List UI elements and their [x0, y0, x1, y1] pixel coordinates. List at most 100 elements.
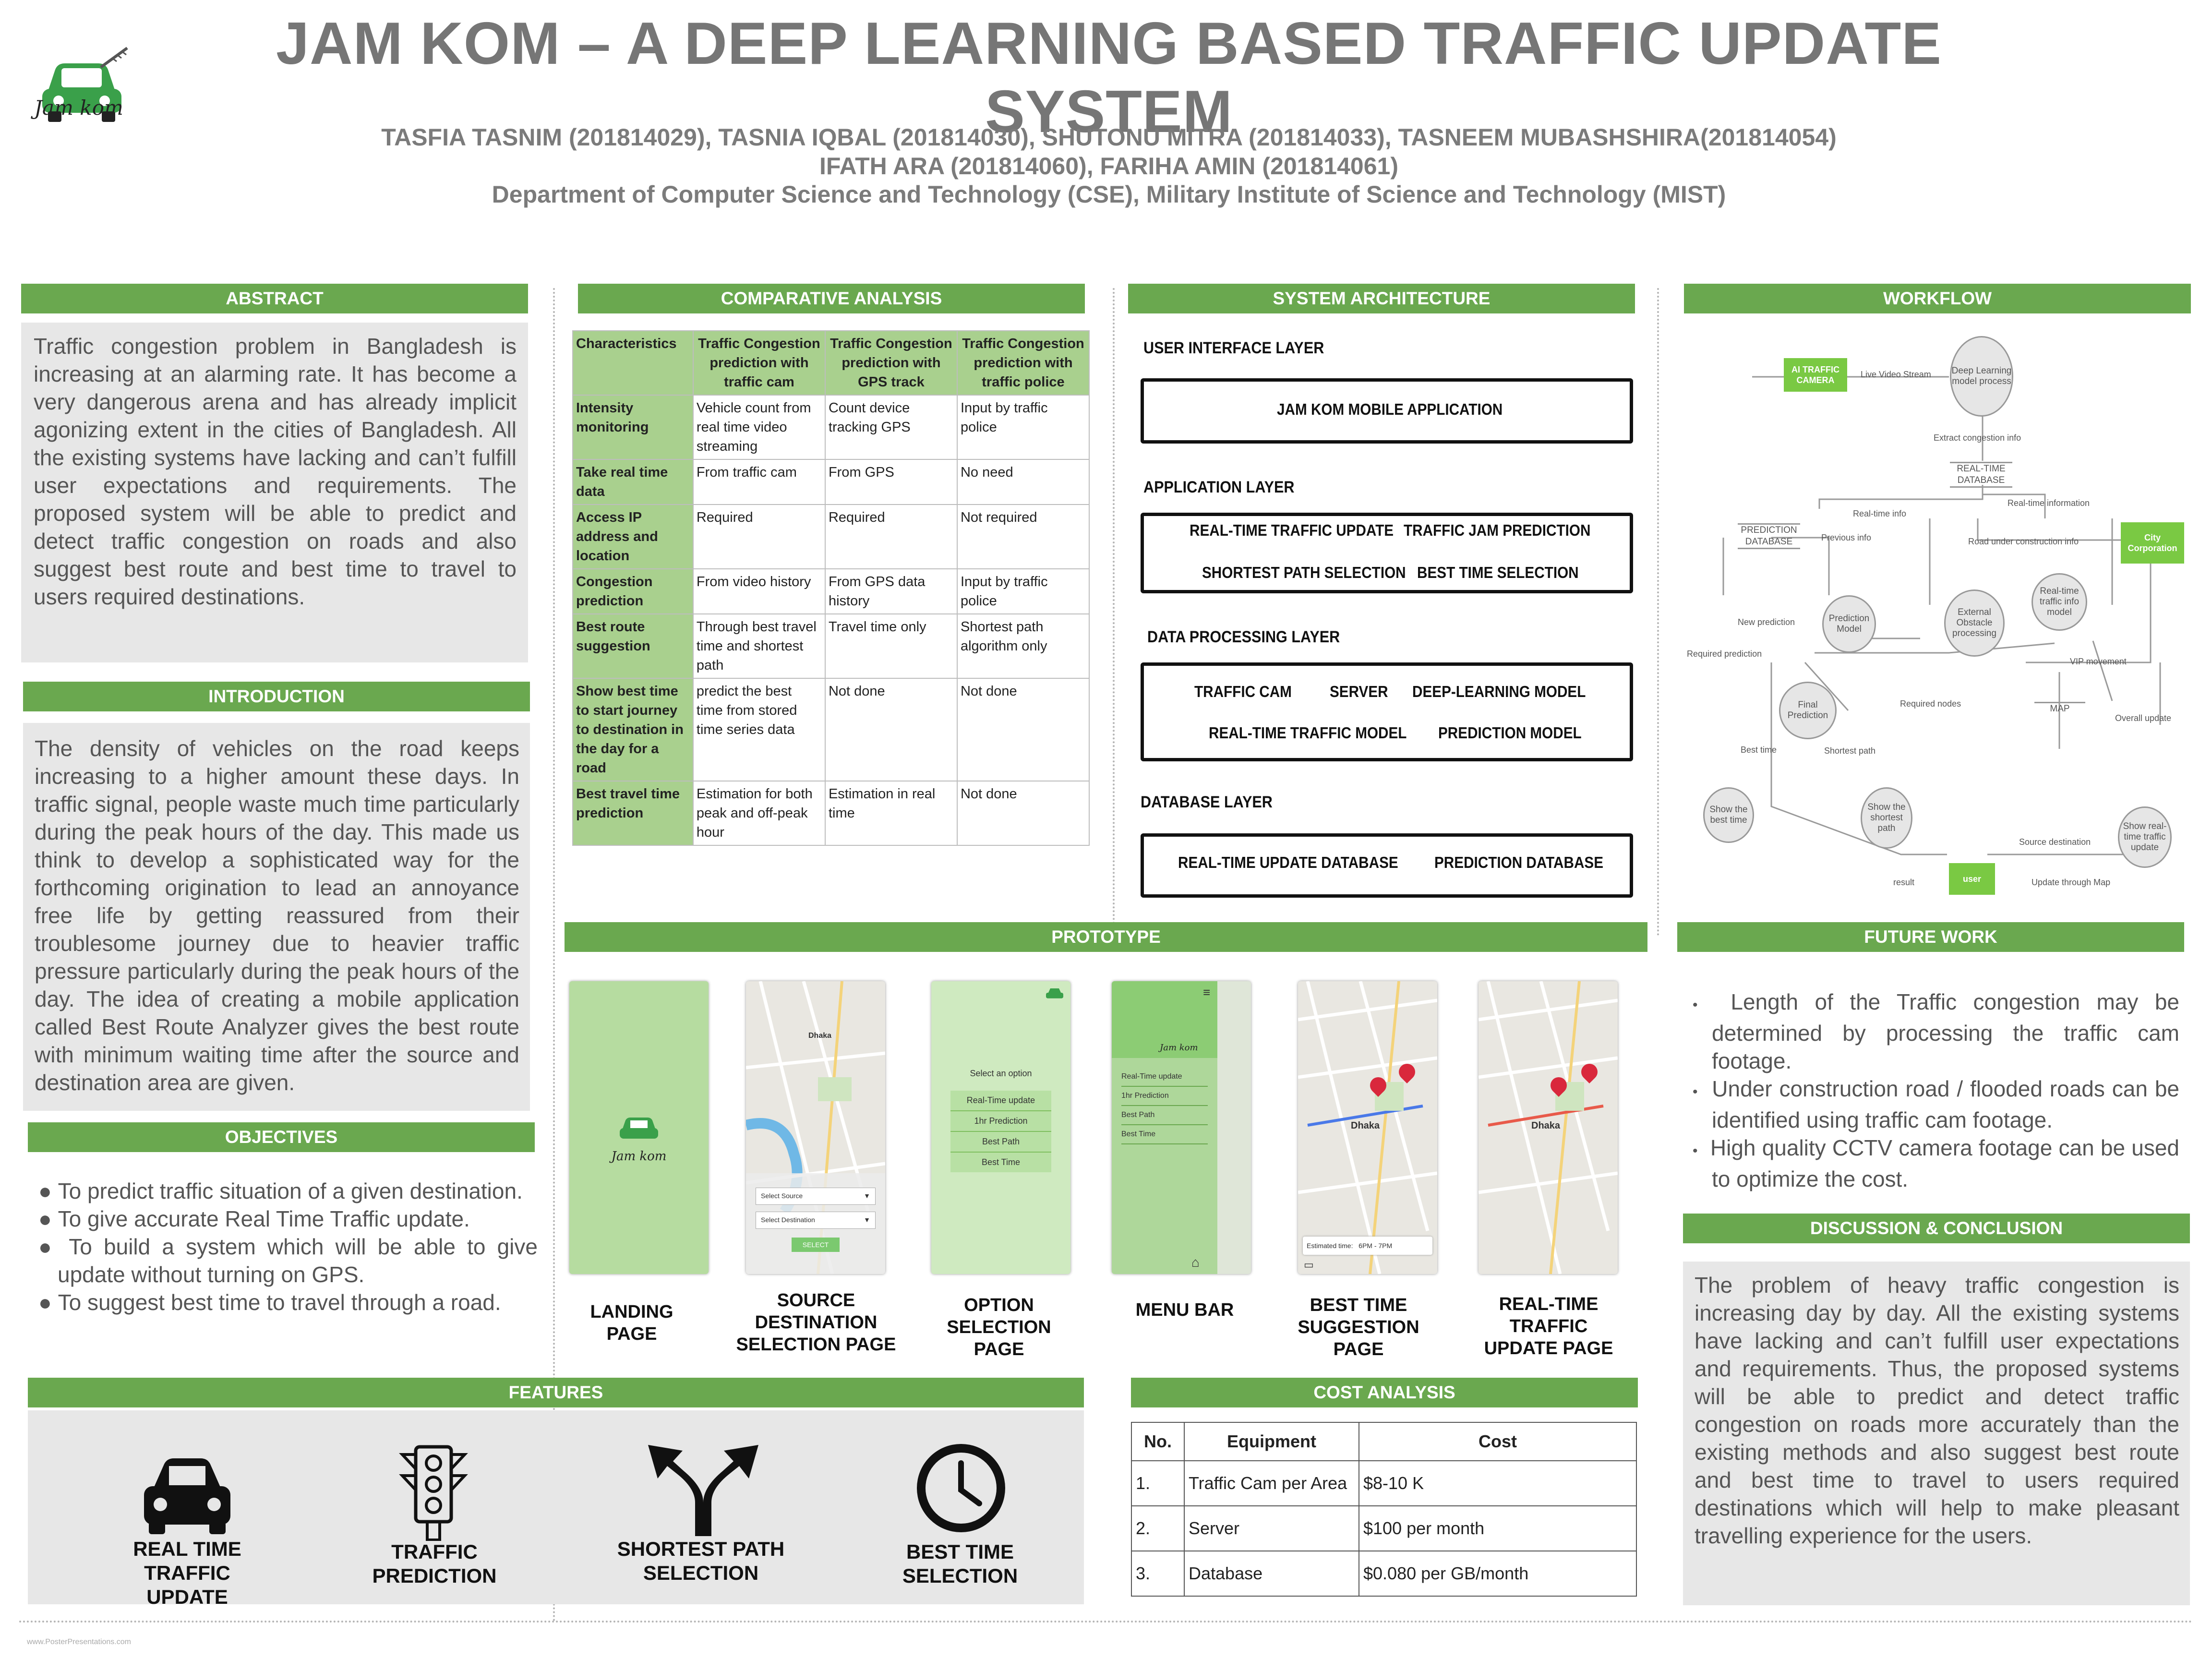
workflow-label: Overall update	[2115, 713, 2172, 723]
select-source-dropdown[interactable]: Select Source▼	[756, 1188, 876, 1205]
column-header: Equipment	[1184, 1422, 1359, 1461]
database-layer-item: REAL-TIME UPDATE DATABASE	[1178, 854, 1398, 871]
column-header: Characteristics	[572, 330, 694, 396]
best-time-screen: Dhaka Estimated time: 6PM - 7PM ▭	[1298, 981, 1437, 1274]
poster-title: JAM KOM – A DEEP LEARNING BASED TRAFFIC …	[276, 11, 1942, 145]
clock-icon	[917, 1444, 1005, 1532]
application-layer-item: SHORTEST PATH SELECTION	[1202, 564, 1406, 581]
chevron-down-icon: ▼	[864, 1216, 870, 1224]
prototype-caption: LANDING PAGE	[590, 1302, 673, 1344]
workflow-shortest-path-node: Show the shortest path	[1861, 787, 1912, 849]
column-divider	[1657, 288, 1659, 936]
menu-item[interactable]: Best Time	[1121, 1125, 1208, 1144]
footer-url: www.PosterPresentations.com	[27, 1638, 131, 1646]
hamburger-icon[interactable]: ≡	[1203, 985, 1211, 999]
introduction-text: The density of vehicles on the road keep…	[35, 736, 519, 1095]
menu-item[interactable]: Real-Time update	[1121, 1068, 1208, 1087]
workflow-map-node: MAP	[2034, 702, 2085, 715]
workflow-label: VIP movement	[2070, 657, 2127, 666]
objectives-header: OBJECTIVES	[28, 1122, 535, 1152]
discussion-text: The problem of heavy traffic congestion …	[1695, 1273, 2179, 1548]
data-processing-item: TRAFFIC CAM	[1194, 683, 1292, 700]
car-logo-icon	[1046, 988, 1063, 998]
car-logo-icon	[42, 47, 128, 122]
table-header-row: Characteristics Traffic Congestion predi…	[572, 330, 1090, 396]
objective-item: ● To give accurate Real Time Traffic upd…	[38, 1206, 470, 1231]
future-work-item: • Length of the Traffic congestion may b…	[1693, 989, 2179, 1073]
split-arrow-icon	[648, 1445, 758, 1536]
architecture-header: SYSTEM ARCHITECTURE	[1128, 284, 1635, 313]
workflow-camera-node: AI TRAFFIC CAMERA	[1784, 358, 1847, 392]
footer-divider	[19, 1621, 2194, 1623]
source-destination-screen: Dhaka Select Source▼ Select Destination▼…	[746, 981, 885, 1274]
feature-label: TRAFFIC PREDICTION	[372, 1540, 497, 1587]
workflow-city-node: City Corporation	[2121, 522, 2184, 564]
workflow-label: Real-time information	[2008, 498, 2090, 508]
application-layer-label: APPLICATION LAYER	[1143, 478, 1295, 496]
future-work-item: • Under construction road / flooded road…	[1693, 1076, 2179, 1132]
map-city-label: Dhaka	[1351, 1120, 1380, 1131]
workflow-prediction-db: PREDICTION DATABASE	[1738, 523, 1800, 549]
ui-layer-item: JAM KOM MOBILE APPLICATION	[1277, 400, 1503, 418]
column-header: Traffic Congestion prediction with GPS t…	[824, 330, 958, 396]
features-header: FEATURES	[28, 1378, 1084, 1407]
column-divider	[1113, 288, 1115, 936]
database-layer-box	[1141, 833, 1633, 898]
data-processing-item: DEEP-LEARNING MODEL	[1412, 683, 1586, 700]
select-destination-dropdown[interactable]: Select Destination▼	[756, 1212, 876, 1229]
application-layer-item: BEST TIME SELECTION	[1417, 564, 1579, 581]
workflow-label: Live Video Stream	[1861, 370, 1931, 379]
feature-label: REAL TIME TRAFFIC UPDATE	[133, 1538, 241, 1608]
table-row: Best travel time prediction Estimation f…	[572, 781, 1090, 846]
option-selection-screen: Select an option Real-Time update 1hr Pr…	[931, 981, 1070, 1274]
realtime-update-screen: Dhaka	[1479, 981, 1618, 1274]
car-icon	[144, 1458, 230, 1534]
workflow-label: Best time	[1741, 745, 1777, 755]
column-header: No.	[1131, 1422, 1185, 1461]
cost-table: No. Equipment Cost 1. Traffic Cam per Ar…	[1131, 1422, 1637, 1597]
menu-item[interactable]: Best Path	[1121, 1106, 1208, 1125]
workflow-label: Required prediction	[1687, 649, 1762, 659]
workflow-final-prediction-node: Final Prediction	[1779, 682, 1837, 739]
workflow-realtime-model-node: Real-time traffic info model	[2032, 573, 2087, 631]
application-layer-box	[1141, 513, 1633, 593]
authors-line-2: IFATH ARA (201814060), FARIHA AMIN (2018…	[819, 153, 1398, 180]
option-item[interactable]: Best Path	[950, 1132, 1051, 1153]
database-layer-label: DATABASE LAYER	[1141, 793, 1273, 811]
menu-list: Real-Time update 1hr Prediction Best Pat…	[1121, 1068, 1208, 1144]
authors-line-1: TASFIA TASNIM (201814029), TASNIA IQBAL …	[381, 124, 1837, 151]
option-item[interactable]: 1hr Prediction	[950, 1111, 1051, 1132]
abstract-header: ABSTRACT	[21, 284, 528, 313]
application-layer-item: REAL-TIME TRAFFIC UPDATE	[1190, 521, 1394, 539]
workflow-label: Previous info	[1821, 533, 1872, 542]
abstract-panel	[21, 323, 528, 662]
department: Department of Computer Science and Techn…	[492, 181, 1726, 208]
table-row: 2. Server $100 per month	[1131, 1505, 1637, 1551]
workflow-label: Update through Map	[2032, 878, 2111, 887]
option-item[interactable]: Best Time	[981, 1157, 1021, 1167]
home-icon[interactable]: ⌂	[1191, 1255, 1200, 1270]
database-layer-item: PREDICTION DATABASE	[1434, 854, 1604, 871]
landing-logo-text: Jam kom	[611, 1149, 667, 1164]
introduction-header: INTRODUCTION	[23, 682, 530, 711]
data-processing-layer-box	[1141, 662, 1633, 761]
authors: TASFIA TASNIM (201814029), TASNIA IQBAL …	[269, 123, 1949, 180]
table-row: Best route suggestion Through best trave…	[572, 613, 1090, 679]
workflow-label: New prediction	[1738, 617, 1795, 627]
column-divider	[553, 288, 555, 1623]
menu-drawer-header	[1112, 981, 1217, 1058]
workflow-label: Shortest path	[1824, 746, 1876, 756]
select-button[interactable]: SELECT	[792, 1238, 840, 1252]
prototype-caption: OPTION SELECTION PAGE	[947, 1295, 1051, 1359]
traffic-light-icon	[399, 1445, 468, 1541]
future-work-header: FUTURE WORK	[1677, 922, 2184, 952]
workflow-label: Road under construction info	[1968, 537, 2079, 546]
map-roads	[1298, 981, 1437, 1274]
prototype-caption: MENU BAR	[1135, 1300, 1234, 1320]
objective-item: ● To suggest best time to travel through…	[38, 1290, 501, 1315]
prototype-header: PROTOTYPE	[565, 922, 1647, 952]
ui-layer-label: USER INTERFACE LAYER	[1143, 339, 1324, 357]
table-row: Take real time data From traffic cam Fro…	[572, 459, 1090, 505]
option-item[interactable]: Real-Time update	[950, 1091, 1051, 1111]
menu-item[interactable]: 1hr Prediction	[1121, 1087, 1208, 1106]
